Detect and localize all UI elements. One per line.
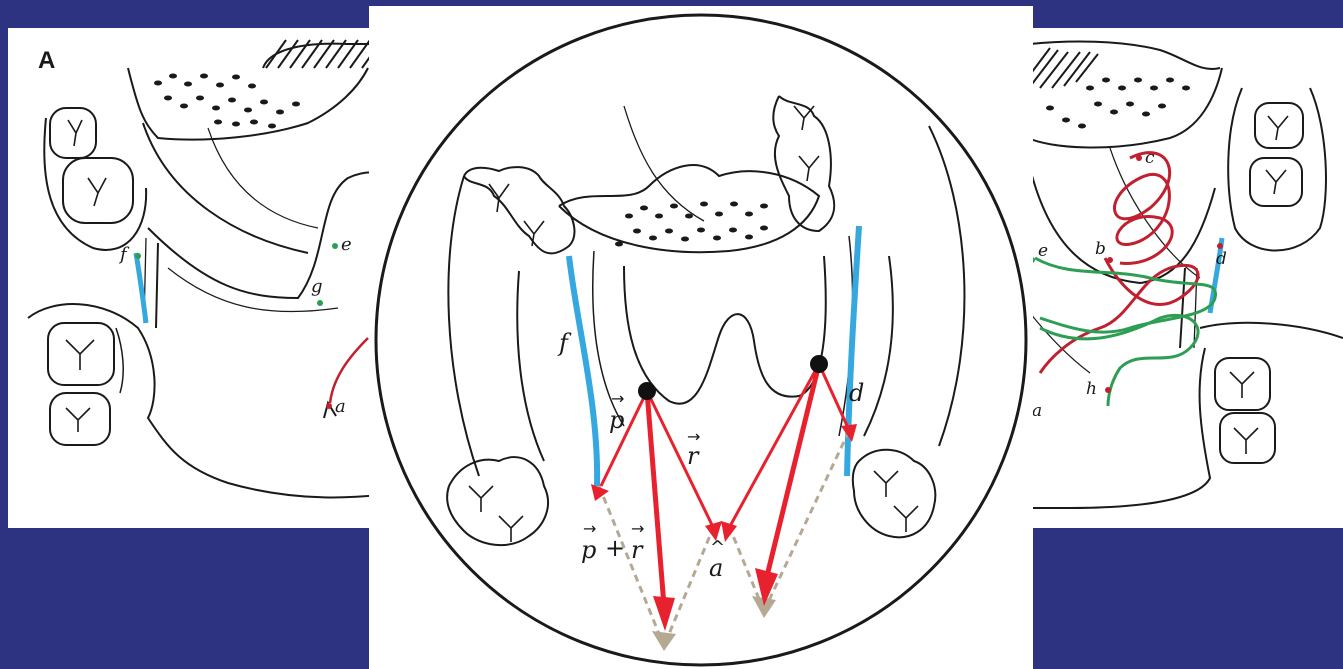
svg-text:→: →	[687, 427, 700, 446]
point-g	[317, 300, 323, 306]
label-a: a	[1032, 401, 1042, 421]
label-p-vector: p	[609, 406, 624, 434]
wall-line-1	[1180, 268, 1185, 348]
svg-text:→: →	[631, 519, 644, 538]
pharynx-line	[1110, 148, 1200, 278]
svg-text:^: ^	[710, 537, 725, 558]
origin-point-right	[810, 355, 828, 373]
label-d: d	[849, 379, 864, 407]
label-a-hat: a	[709, 554, 723, 582]
mucosa-line-d	[847, 226, 859, 476]
label-b: b	[1095, 239, 1106, 259]
label-f: f	[557, 329, 572, 357]
magnifier-circle	[376, 15, 1026, 665]
panel-right-diagram: c b e d h a	[1010, 28, 1343, 528]
panel-left-diagram: A e g f a	[8, 28, 398, 528]
upper-molar-2	[63, 158, 133, 223]
lower-gum	[1030, 348, 1210, 508]
label-f: f	[118, 244, 130, 265]
label-g: g	[311, 276, 323, 297]
wall-line-1	[156, 243, 158, 328]
left-inner-wall	[517, 271, 544, 461]
right-outer-wall	[929, 126, 964, 446]
left-anatomy-drawing: A e g f a	[8, 28, 398, 528]
upper-molar-1	[50, 108, 96, 158]
label-e: e	[341, 234, 352, 255]
point-c	[1136, 155, 1142, 161]
panel-center-diagram: f d p → r → p → + r → a ^	[369, 6, 1033, 669]
point-e	[332, 243, 338, 249]
upper-gum	[1228, 88, 1326, 251]
larynx-outline	[624, 256, 826, 404]
label-r-vector: r	[687, 442, 700, 470]
right-inner-wall	[864, 256, 893, 436]
palate-dots	[615, 202, 768, 247]
label-c: c	[1145, 148, 1155, 168]
pharynx-line	[624, 106, 704, 221]
lower-gum-top	[1200, 323, 1343, 338]
lower-left-molar	[447, 457, 548, 545]
right-anatomy-drawing: c b e d h a	[1010, 28, 1343, 528]
panel-label-a: A	[38, 47, 55, 74]
label-sum-p: p	[581, 536, 596, 564]
label-a: a	[335, 396, 346, 417]
pharynx-line-1	[143, 123, 308, 253]
origin-point-left	[638, 382, 656, 400]
svg-text:→: →	[583, 519, 596, 538]
pharynx-line-2	[208, 128, 318, 228]
svg-text:→: →	[611, 389, 624, 408]
point-f	[135, 253, 141, 259]
label-e: e	[1038, 241, 1048, 261]
upper-molar-1	[1255, 103, 1303, 148]
left-outer-wall	[448, 176, 479, 476]
force-arrows	[601, 364, 849, 606]
point-a	[326, 403, 332, 409]
palate-outline	[128, 68, 368, 140]
upper-right-molar	[773, 96, 834, 231]
upper-left-molar	[464, 167, 574, 253]
label-h: h	[1086, 379, 1097, 399]
red-path-a	[330, 338, 368, 403]
label-sum-r: r	[631, 536, 644, 564]
red-path-tangle	[1040, 153, 1198, 373]
point-h	[1105, 387, 1111, 393]
center-force-diagram: f d p → r → p → + r → a ^	[369, 6, 1033, 669]
lower-crown-contour	[116, 328, 123, 393]
palate-dots	[154, 74, 300, 129]
lower-right-molar	[853, 450, 935, 538]
label-plus: +	[605, 534, 625, 562]
label-d: d	[1216, 249, 1227, 269]
point-b	[1107, 257, 1113, 263]
